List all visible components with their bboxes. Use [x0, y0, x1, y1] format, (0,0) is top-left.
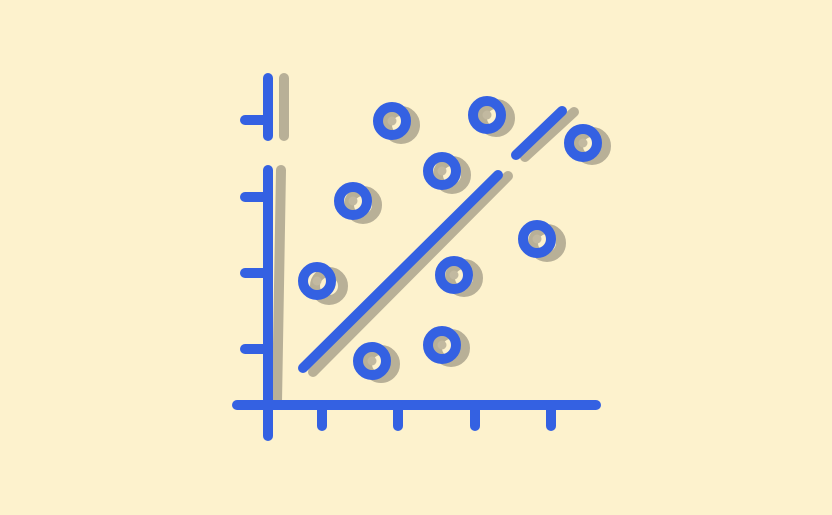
- point-2-center: [348, 196, 358, 206]
- point-5-center: [482, 110, 492, 120]
- point-4-center: [437, 166, 447, 176]
- point-1: [298, 262, 336, 300]
- trend-line-shadow: [308, 171, 513, 377]
- point-3: [373, 102, 411, 140]
- main-layer: [232, 73, 602, 441]
- trend-line-top-segment: [511, 106, 567, 160]
- shadow-layer: [272, 73, 611, 407]
- point-10: [353, 342, 391, 380]
- point-7-center: [532, 234, 542, 244]
- point-8: [435, 256, 473, 294]
- point-8-center: [449, 270, 459, 280]
- point-9: [423, 326, 461, 364]
- point-1-center: [312, 276, 322, 286]
- trend-line-top-shadow: [520, 107, 579, 162]
- point-3-center: [387, 116, 397, 126]
- point-5: [468, 96, 506, 134]
- point-centers: [312, 110, 588, 366]
- point-4: [423, 152, 461, 190]
- point-2: [334, 182, 372, 220]
- trend-line: [298, 170, 503, 373]
- point-7: [518, 220, 556, 258]
- y-axis-shadow: [272, 165, 286, 407]
- point-6-center: [578, 138, 588, 148]
- point-9-center: [437, 340, 447, 350]
- point-6: [564, 124, 602, 162]
- point-10-center: [367, 356, 377, 366]
